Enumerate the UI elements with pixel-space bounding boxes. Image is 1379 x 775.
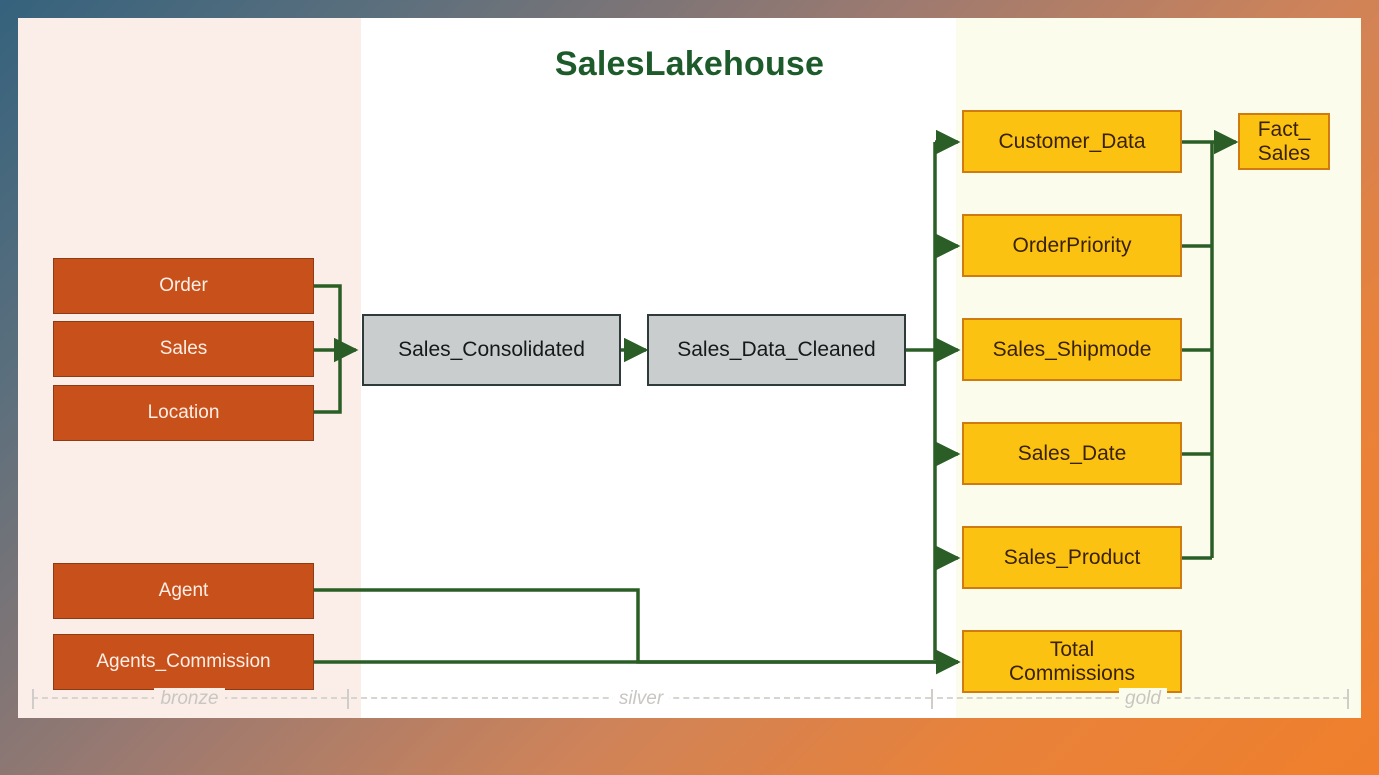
- layer-label-silver: silver: [351, 686, 931, 712]
- node-total-commissions[interactable]: Total Commissions: [962, 630, 1182, 693]
- layer-tick-bronze-silver: [347, 689, 349, 709]
- layer-tick-left: [32, 689, 34, 709]
- node-agents-commission[interactable]: Agents_Commission: [53, 634, 314, 690]
- layer-label-gold: gold: [937, 686, 1349, 712]
- node-label: Agents_Commission: [96, 651, 271, 673]
- node-label: Sales_Product: [1003, 545, 1141, 569]
- node-label: Sales_Data_Cleaned: [677, 338, 876, 362]
- node-sales-shipmode[interactable]: Sales_Shipmode: [962, 318, 1182, 381]
- page-title: SalesLakehouse: [554, 45, 825, 83]
- node-sales-consolidated[interactable]: Sales_Consolidated: [362, 314, 621, 386]
- node-sales-date[interactable]: Sales_Date: [962, 422, 1182, 485]
- node-order-priority[interactable]: OrderPriority: [962, 214, 1182, 277]
- node-agent[interactable]: Agent: [53, 563, 314, 619]
- node-label: OrderPriority: [1012, 233, 1132, 257]
- layer-tick-silver-gold: [931, 689, 933, 709]
- node-sales-data-cleaned[interactable]: Sales_Data_Cleaned: [647, 314, 906, 386]
- layer-tick-right: [1347, 689, 1349, 709]
- node-fact-sales[interactable]: Fact_ Sales: [1238, 113, 1330, 170]
- node-label: Order: [159, 275, 208, 297]
- node-customer-data[interactable]: Customer_Data: [962, 110, 1182, 173]
- node-sales[interactable]: Sales: [53, 321, 314, 377]
- layer-label-bronze: bronze: [32, 686, 347, 712]
- node-label: Customer_Data: [998, 129, 1146, 153]
- node-label: Sales_Date: [1017, 441, 1127, 465]
- node-label: Total Commissions: [1008, 637, 1136, 685]
- node-label: Sales_Shipmode: [992, 337, 1152, 361]
- node-order[interactable]: Order: [53, 258, 314, 314]
- node-sales-product[interactable]: Sales_Product: [962, 526, 1182, 589]
- node-label: Location: [147, 402, 220, 424]
- node-label: Sales: [159, 338, 208, 360]
- node-label: Sales_Consolidated: [398, 338, 585, 362]
- node-label: Agent: [158, 580, 209, 602]
- node-location[interactable]: Location: [53, 385, 314, 441]
- diagram-canvas: SalesLakehouse: [18, 18, 1361, 718]
- node-label: Fact_ Sales: [1257, 117, 1311, 165]
